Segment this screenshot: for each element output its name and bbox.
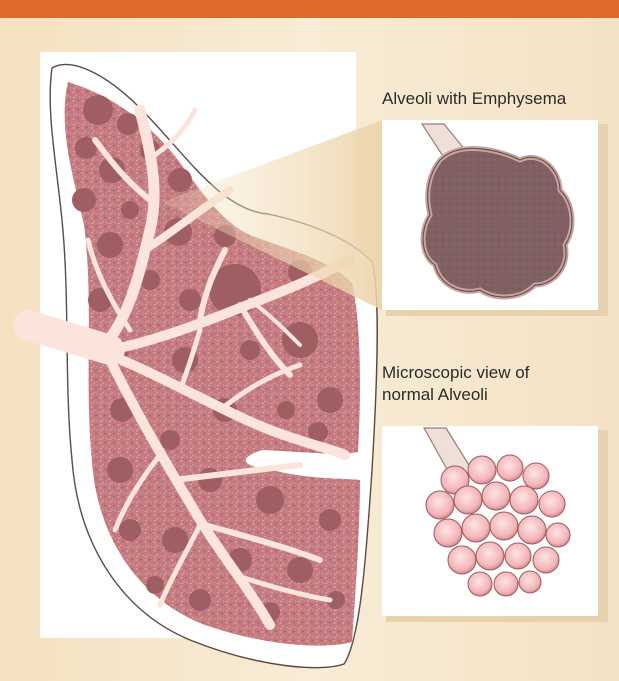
emphysema-inset [382,120,608,316]
emphysema-alveolus [423,148,572,297]
emphysema-label: Alveoli with Emphysema [382,88,566,110]
top-color-band [0,0,619,18]
normal-alveoli-inset [382,426,608,622]
normal-alveoli-label-line1: Microscopic view of [382,362,612,384]
normal-alveoli-label-line2: normal Alveoli [382,384,612,406]
normal-alveoli-label: Microscopic view of normal Alveoli [382,362,612,406]
